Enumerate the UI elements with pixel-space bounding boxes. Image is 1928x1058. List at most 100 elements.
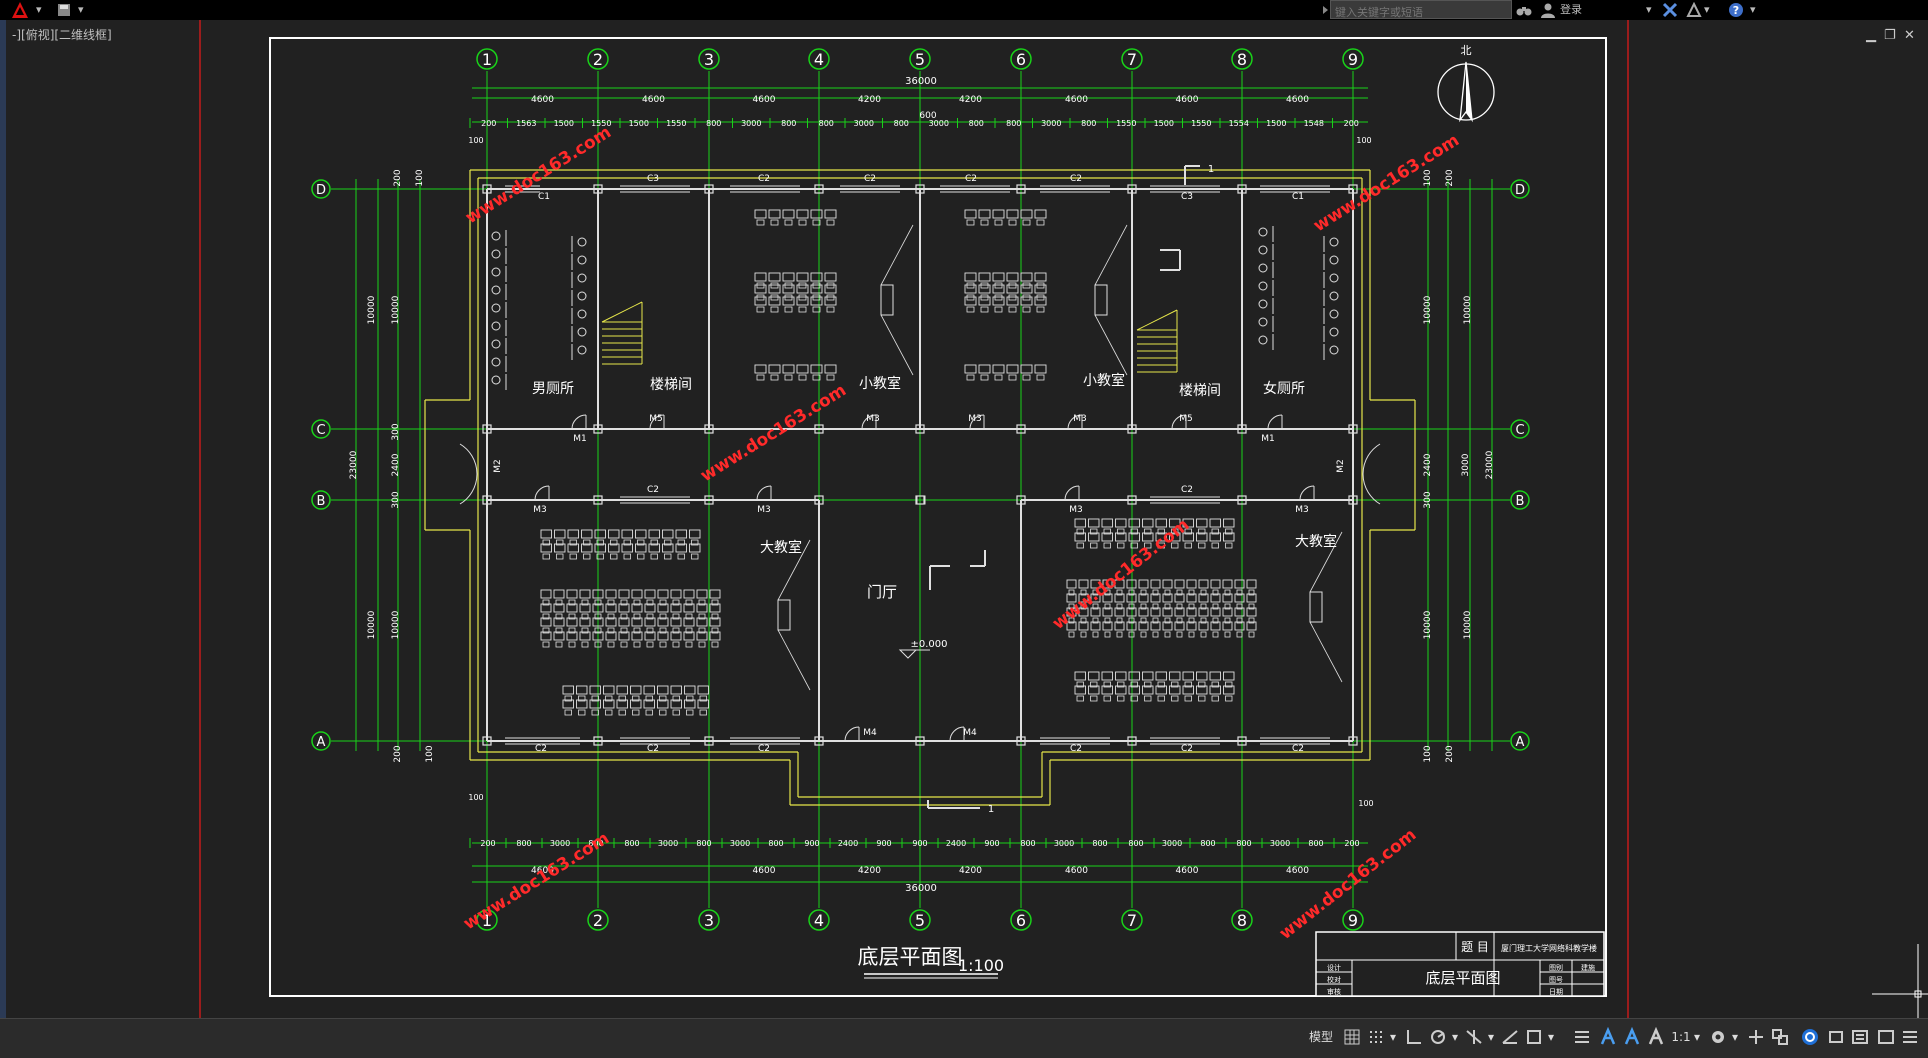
door-label: M3 <box>1073 414 1087 424</box>
toilet <box>1258 263 1268 273</box>
object-snap-icon[interactable] <box>1524 1027 1544 1047</box>
annotation-visibility-icon[interactable] <box>1598 1027 1618 1047</box>
login-link[interactable]: 登录 <box>1560 3 1582 16</box>
door-label: M5 <box>649 414 663 424</box>
snap-dropdown-icon[interactable]: ▾ <box>1389 1030 1397 1044</box>
isolate-objects-icon[interactable] <box>1770 1027 1790 1047</box>
desk <box>1222 621 1233 631</box>
desk <box>631 617 643 627</box>
help-icon[interactable]: ? <box>1728 2 1744 18</box>
autocad-logo-icon[interactable] <box>8 0 32 20</box>
desk <box>1142 671 1154 681</box>
drawing-frame <box>269 37 1607 997</box>
chair <box>686 695 694 702</box>
annotation-scale-value[interactable]: 1:1 <box>1671 1030 1691 1044</box>
room-small-class-2: 小教室 <box>1083 372 1125 389</box>
a360-dropdown-icon[interactable]: ▾ <box>1704 3 1710 16</box>
properties-icon[interactable] <box>1850 1027 1870 1047</box>
search-expand-icon[interactable] <box>1320 3 1330 17</box>
column <box>704 184 714 194</box>
north-arrow-fill <box>1466 62 1472 120</box>
ortho-icon[interactable] <box>1404 1027 1424 1047</box>
door-swing <box>844 726 860 742</box>
polar-dropdown-icon[interactable]: ▾ <box>1451 1030 1459 1044</box>
toilet <box>1258 281 1268 291</box>
desk <box>1102 621 1113 631</box>
clean-screen-icon[interactable] <box>1826 1027 1846 1047</box>
model-tab[interactable]: 模型 <box>1308 1030 1333 1044</box>
hardware-acceleration-icon[interactable] <box>1800 1027 1820 1047</box>
desk <box>1182 671 1194 681</box>
close-icon[interactable]: ✕ <box>1904 28 1915 43</box>
chair <box>812 294 821 301</box>
door-label: M2 <box>1336 459 1346 473</box>
grid-icon[interactable] <box>1342 1027 1362 1047</box>
quick-access-chevron-icon[interactable]: ▾ <box>78 3 84 16</box>
lineweight-icon[interactable] <box>1572 1027 1592 1047</box>
column <box>482 184 492 194</box>
isodraft-dropdown-icon[interactable]: ▾ <box>1487 1030 1495 1044</box>
chair <box>686 709 694 716</box>
chair <box>685 599 693 606</box>
snap-icon[interactable] <box>1366 1027 1386 1047</box>
desk <box>1162 593 1173 603</box>
desk <box>631 631 643 641</box>
chair <box>711 641 719 648</box>
window-label: C2 <box>647 485 659 495</box>
object-snap-dropdown-icon[interactable]: ▾ <box>1547 1030 1555 1044</box>
axis-bubble-right-D <box>1510 179 1530 199</box>
object-snap-tracking-icon[interactable] <box>1500 1027 1520 1047</box>
auto-scale-icon[interactable] <box>1622 1027 1642 1047</box>
help-dropdown-icon[interactable]: ▾ <box>1750 3 1756 16</box>
door-label: M3 <box>757 505 771 515</box>
axis-label-bottom-5: 5 <box>915 911 925 930</box>
blackboard-arc <box>777 629 811 691</box>
plus-icon[interactable] <box>1746 1027 1766 1047</box>
exchange-x-icon[interactable] <box>1662 2 1678 18</box>
desk <box>605 603 617 613</box>
workspace-gear-icon[interactable] <box>1708 1027 1728 1047</box>
chair <box>1036 282 1045 289</box>
chair <box>1140 617 1147 624</box>
door-swing <box>1267 414 1283 430</box>
desk <box>992 272 1005 282</box>
polar-icon[interactable] <box>1428 1027 1448 1047</box>
desk <box>1142 518 1154 528</box>
scale-dropdown-icon[interactable]: ▾ <box>1693 1030 1701 1044</box>
detail-dim-bottom: 3000 <box>730 839 750 848</box>
desk <box>1138 607 1149 617</box>
minimize-icon[interactable]: ▁ <box>1866 28 1876 43</box>
desk <box>1126 579 1137 589</box>
chair <box>646 613 654 620</box>
chair <box>623 539 631 546</box>
chair <box>1236 617 1243 624</box>
chair <box>1184 695 1192 702</box>
save-icon[interactable] <box>56 2 72 18</box>
search-input[interactable] <box>1331 4 1499 21</box>
restore-icon[interactable]: ❐ <box>1884 28 1896 43</box>
desk <box>579 631 591 641</box>
isodraft-icon[interactable] <box>1464 1027 1484 1047</box>
desk <box>1102 579 1113 589</box>
app-menu-chevron-icon[interactable]: ▾ <box>36 3 42 16</box>
a360-icon[interactable] <box>1686 2 1702 18</box>
column <box>1016 184 1026 194</box>
chair <box>596 539 604 546</box>
login-dropdown-icon[interactable]: ▾ <box>1646 3 1652 16</box>
chair <box>1104 617 1111 624</box>
customize-menu-icon[interactable] <box>1900 1027 1920 1047</box>
annotation-scale-icon[interactable] <box>1646 1027 1666 1047</box>
chair <box>664 539 672 546</box>
chair <box>578 709 586 716</box>
fullscreen-icon[interactable] <box>1876 1027 1896 1047</box>
chair <box>594 599 602 606</box>
desk <box>978 272 991 282</box>
binoculars-icon[interactable] <box>1516 2 1532 18</box>
workspace-dropdown-icon[interactable]: ▾ <box>1731 1030 1739 1044</box>
search-box[interactable] <box>1330 0 1512 21</box>
user-icon[interactable] <box>1540 2 1556 18</box>
desk <box>810 209 823 219</box>
chair <box>581 599 589 606</box>
viewport-controls-label[interactable]: -][俯视][二维线框] <box>12 28 112 42</box>
